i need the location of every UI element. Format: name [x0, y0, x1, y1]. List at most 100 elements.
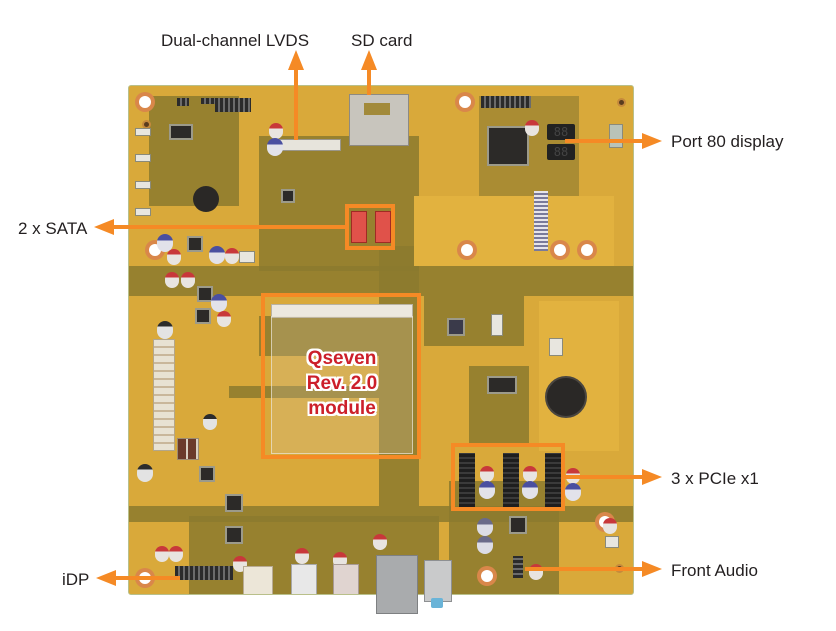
capacitor — [525, 120, 539, 136]
ic-chip — [281, 189, 295, 203]
qseven-label-line-2: Rev. 2.0 — [306, 373, 378, 394]
smd-component — [549, 338, 563, 356]
usb-port — [333, 564, 359, 594]
cmos-battery — [545, 376, 587, 418]
barcode-label — [534, 191, 548, 251]
label-3x-pcie-x1: 3 x PCIe x1 — [671, 469, 759, 488]
pin-header — [177, 98, 189, 106]
qseven-module-label: Qseven Rev. 2.0 module — [262, 346, 422, 421]
ic-chip — [225, 526, 243, 544]
port80-controller-chip — [487, 126, 529, 166]
ic-chip — [195, 308, 211, 324]
front-audio-header — [513, 556, 523, 578]
audio-jack-tip — [431, 598, 443, 608]
arrow-lvds-head — [288, 50, 304, 70]
qseven-label-line-1: Qseven — [307, 348, 377, 369]
label-port-80-display: Port 80 display — [671, 132, 784, 151]
capacitor — [209, 246, 225, 264]
mounting-hole — [139, 96, 151, 108]
ic-chip — [487, 376, 517, 394]
capacitor — [165, 272, 179, 288]
usb-port — [291, 564, 317, 594]
capacitor — [157, 321, 173, 339]
arrow-idp-head — [96, 570, 116, 586]
audio-jack — [424, 560, 452, 602]
capacitor — [155, 546, 169, 562]
mounting-hole — [554, 244, 566, 256]
ic-chip — [197, 286, 213, 302]
arrow-port80-head — [642, 133, 662, 149]
sd-card-slot — [349, 94, 409, 146]
capacitor — [295, 548, 309, 564]
mounting-hole — [581, 244, 593, 256]
capacitor — [603, 518, 617, 534]
label-sd-card: SD card — [351, 31, 413, 50]
capacitor — [523, 466, 537, 482]
mounting-hole — [459, 96, 471, 108]
qseven-module-area — [271, 316, 413, 454]
arrow-sata-head — [94, 219, 114, 235]
capacitor — [169, 546, 183, 562]
capacitor — [167, 249, 181, 265]
smd-component — [135, 128, 151, 136]
mounting-hole — [481, 570, 493, 582]
sd-card-slot-opening — [364, 103, 390, 115]
sata-connector — [351, 211, 367, 243]
trace-region — [149, 96, 239, 206]
capacitor — [157, 234, 173, 252]
smd-component — [135, 208, 151, 216]
ic-chip — [169, 124, 193, 140]
trace-region — [229, 386, 379, 398]
arrow-front-audio-head — [642, 561, 662, 577]
audio-codec-chip — [509, 516, 527, 534]
pcie-x1-slot — [503, 453, 519, 507]
label-dual-channel-lvds: Dual-channel LVDS — [161, 31, 310, 50]
capacitor — [267, 138, 283, 156]
smd-component — [239, 251, 255, 263]
capacitor — [480, 466, 494, 482]
ic-chip — [225, 494, 243, 512]
hdmi-port — [243, 566, 273, 594]
capacitor — [211, 294, 227, 312]
capacitor — [225, 248, 239, 264]
label-2x-sata: 2 x SATA — [18, 219, 88, 238]
label-front-audio: Front Audio — [671, 561, 758, 580]
arrow-sd-card-head — [361, 50, 377, 70]
port80-digit-bottom: 88 — [547, 144, 575, 160]
pcie-x1-slot — [545, 453, 561, 507]
trace-region — [424, 296, 524, 346]
pin-header — [481, 96, 531, 108]
copper-pour — [414, 196, 614, 266]
capacitor — [565, 483, 581, 501]
smd-component — [491, 314, 503, 336]
pin-header — [215, 98, 251, 112]
capacitor — [217, 311, 231, 327]
qseven-module-highlight-box — [261, 293, 421, 459]
ic-chip — [187, 236, 203, 252]
pin-header — [201, 98, 227, 104]
via — [619, 100, 624, 105]
capacitor — [203, 414, 217, 430]
idp-connector — [175, 566, 233, 580]
via — [144, 122, 149, 127]
smd-component — [605, 536, 619, 548]
atx-power-connector — [153, 339, 175, 451]
trace-region — [259, 316, 379, 356]
capacitor — [269, 123, 283, 139]
label-idp: iDP — [62, 570, 90, 589]
copper-pour — [539, 301, 619, 451]
capacitor — [477, 518, 493, 536]
sata-connector — [375, 211, 391, 243]
smd-component — [135, 154, 151, 162]
buzzer — [193, 186, 219, 212]
ic-chip — [199, 466, 215, 482]
capacitor — [137, 464, 153, 482]
qseven-label-line-3: module — [308, 398, 376, 419]
qseven-socket-connector — [271, 304, 413, 318]
smd-component — [135, 181, 151, 189]
port80-digit-top: 88 — [547, 124, 575, 140]
pcie-highlight-box — [451, 443, 565, 511]
capacitor — [373, 534, 387, 550]
capacitor — [181, 272, 195, 288]
